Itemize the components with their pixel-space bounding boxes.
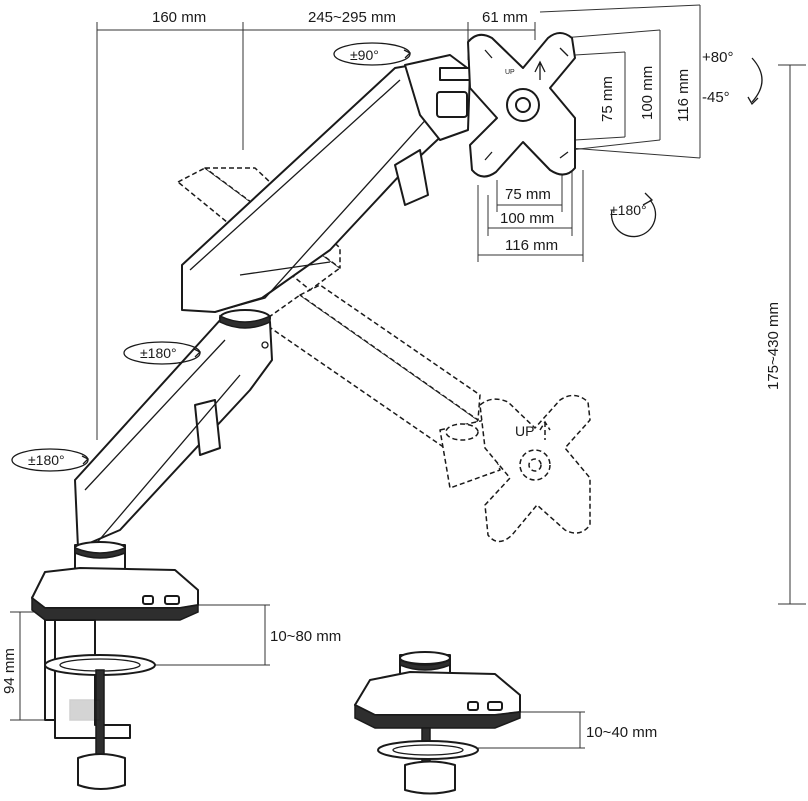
grommet-range-label: 10~40 mm: [586, 724, 657, 741]
height-range-label: 175~430 mm: [765, 302, 782, 390]
dimension-labels: 160 mm 245~295 mm 61 mm ±90° +80° -45° 1…: [1, 9, 782, 741]
rotation-plate-label: ±180°: [610, 202, 647, 218]
vesa-horizontal-75-label: 75 mm: [505, 186, 551, 203]
rotation-plate-top-label: ±90°: [350, 47, 379, 63]
vesa-plate: UP: [467, 32, 576, 178]
arm-extension-label: 245~295 mm: [308, 9, 396, 26]
rotation-base-label: ±180°: [28, 452, 65, 468]
tilt-down-label: -45°: [702, 89, 730, 106]
plate-offset-label: 61 mm: [482, 9, 528, 26]
vesa-vertical-116-label: 116 mm: [675, 69, 692, 122]
arm-depth-label: 160 mm: [152, 9, 206, 26]
rotation-arrows: [11, 42, 763, 472]
clamp-height-label: 94 mm: [1, 648, 18, 694]
ghost-arm-position: UP: [177, 167, 591, 543]
clamp-range-label: 10~80 mm: [270, 628, 341, 645]
vesa-vertical-100-label: 100 mm: [639, 66, 656, 120]
vesa-horizontal-100-label: 100 mm: [500, 210, 554, 227]
vesa-horizontal-116-label: 116 mm: [505, 237, 558, 254]
dimension-lines: [10, 4, 806, 749]
desk-clamp-base: [31, 541, 199, 790]
upper-arm: [181, 54, 479, 313]
ghost-plate-up-label: UP: [515, 423, 534, 439]
tilt-up-label: +80°: [702, 49, 733, 66]
grommet-mount: [354, 651, 521, 795]
plate-up-label: UP: [505, 69, 515, 76]
lower-arm: [74, 309, 273, 549]
rotation-arm-label: ±180°: [140, 345, 177, 361]
vesa-vertical-75-label: 75 mm: [599, 76, 616, 122]
